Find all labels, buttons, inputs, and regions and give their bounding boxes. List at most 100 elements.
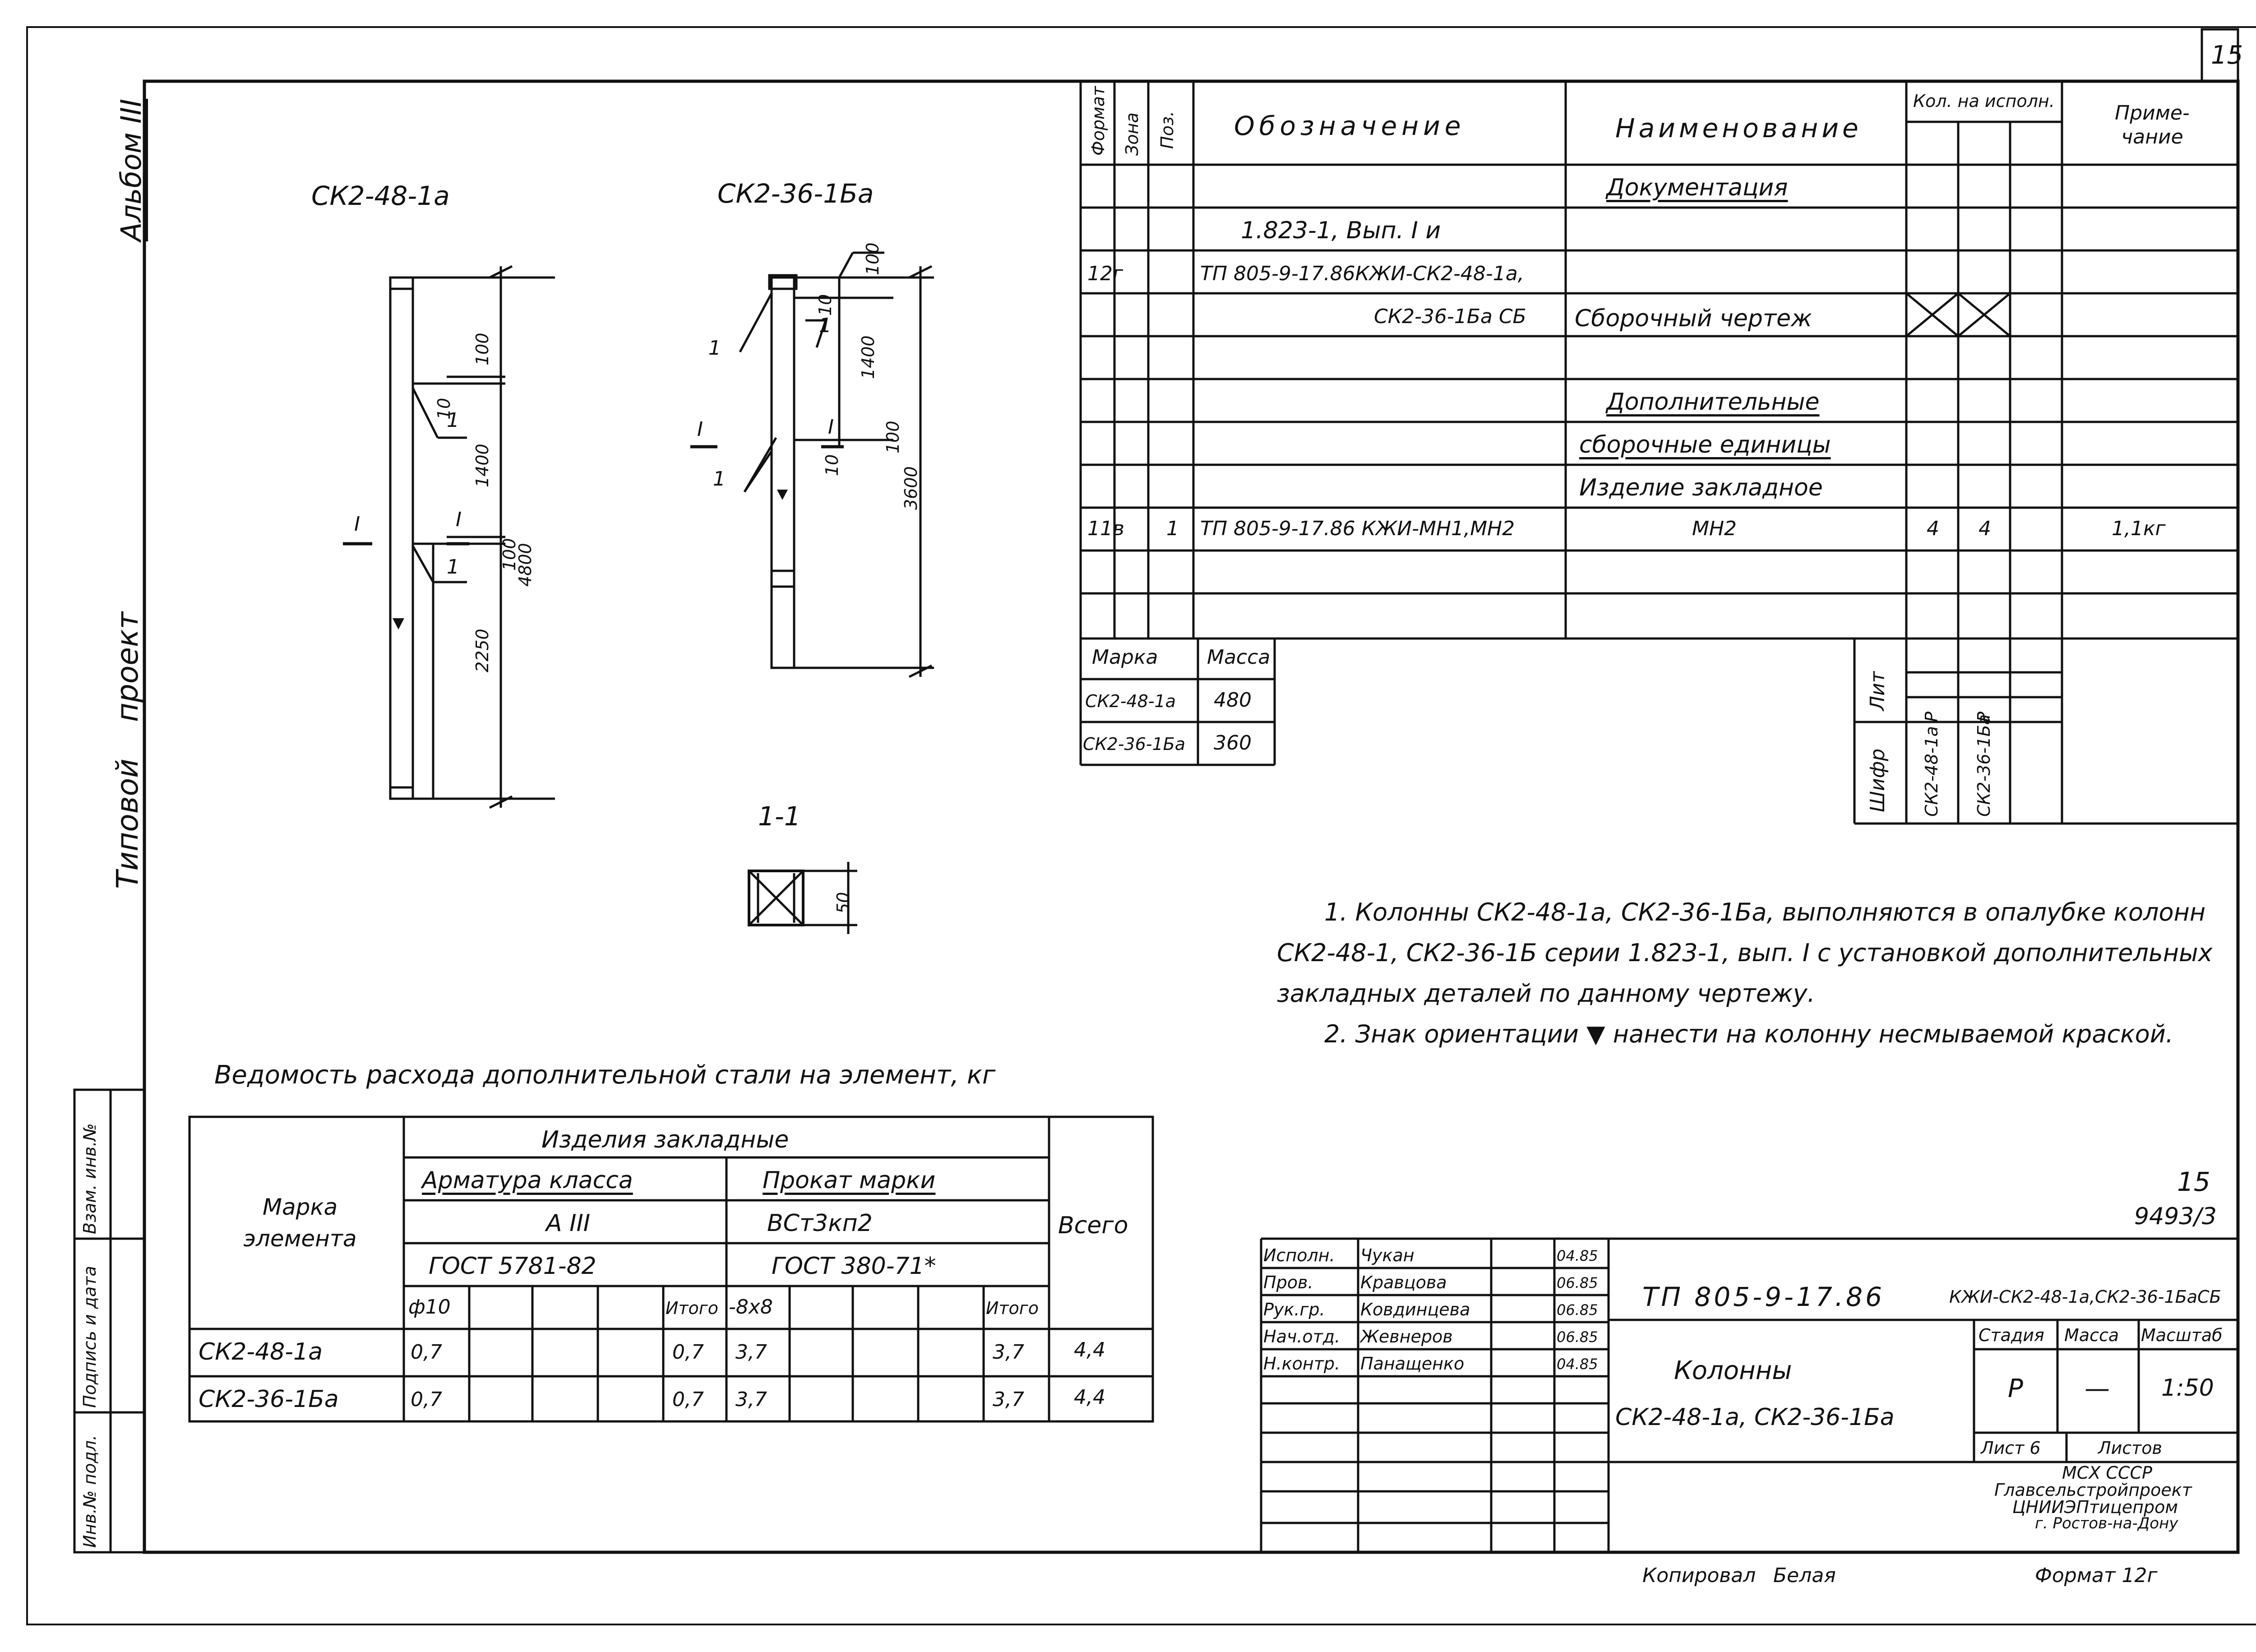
steel-h-total: Всего	[1058, 1212, 1128, 1239]
col1-mark-1b: 1	[447, 555, 459, 578]
steel-r0-total: 4,4	[1074, 1338, 1105, 1361]
mass-r0-mass: 480	[1214, 689, 1252, 712]
note-1a: 1. Колонны СК2-48-1а, СК2-36-1Ба, выполн…	[1324, 898, 2206, 926]
tb-date-2: 06.85	[1557, 1301, 1598, 1319]
tb-mass-h: Масса	[2064, 1325, 2119, 1345]
tb-sheets-h: Листов	[2098, 1438, 2162, 1458]
tb-name-4: Панащенко	[1360, 1354, 1465, 1374]
tb-date-1: 06.85	[1557, 1274, 1598, 1291]
tb-code: ТП 805-9-17.86	[1642, 1282, 1885, 1312]
spec-r8-name: МН2	[1692, 517, 1737, 540]
tb-role-3: Нач.отд.	[1263, 1327, 1341, 1347]
col2-dim-10: 10	[815, 294, 835, 316]
tb-code2: КЖИ-СК2-48-1а,СК2-36-1БаСБ	[1949, 1287, 2221, 1307]
steel-r1-mark: СК2-36-1Ба	[199, 1386, 339, 1413]
col2-dim-10b: 10	[822, 454, 842, 476]
steel-table-lines	[188, 1115, 1154, 1423]
spec-h-name: Наименование	[1615, 113, 1862, 143]
col1-cut-left: I	[354, 513, 360, 536]
album-label: Альбом III	[115, 98, 148, 241]
col2-title: СК2-36-1Ба	[717, 178, 874, 209]
column-2-drawing	[690, 251, 934, 678]
note-1b: СК2-48-1, СК2-36-1Б серии 1.823-1, вып. …	[1277, 939, 2213, 967]
col2-dim-top: 100	[863, 242, 883, 275]
tb-name-2: Ковдинцева	[1360, 1300, 1470, 1319]
steel-r1-it1: 0,7	[672, 1388, 704, 1411]
tb-stage-h: Стадия	[1979, 1325, 2044, 1345]
steel-r0-flat: 3,7	[735, 1341, 767, 1364]
col2-dim-100: 100	[883, 421, 903, 453]
steel-r0-d10: 0,7	[411, 1341, 442, 1364]
col2-mark-1a: 1	[708, 337, 721, 360]
lit-block-lines	[1853, 639, 2238, 825]
inner-frame	[143, 79, 2240, 1554]
lit-label: Лит	[1866, 671, 1889, 711]
spec-r8-designation: ТП 805-9-17.86 КЖИ-МН1,МН2	[1200, 517, 1515, 540]
spec-h-designation: Обозначение	[1234, 111, 1465, 141]
steel-h-itogo: Итого	[666, 1298, 719, 1318]
spec-r7-name: Изделие закладное	[1579, 474, 1823, 501]
col1-cut-right: I	[456, 508, 462, 531]
spec-r3-name: Сборочный чертеж	[1575, 305, 1812, 332]
side-stamp-lines	[73, 1088, 146, 1554]
spec-r6-name: сборочные единицы	[1579, 431, 1831, 458]
mass-r0-mark: СК2-48-1а	[1085, 691, 1176, 711]
tb-stage: Р	[2008, 1374, 2023, 1403]
mass-table-lines	[1079, 639, 1276, 766]
steel-h-d10: ф10	[408, 1296, 451, 1319]
spec-h-qty: Кол. на исполн.	[1913, 91, 2055, 111]
steel-r0-it2: 3,7	[993, 1341, 1024, 1364]
tb-name-0: Чукан	[1360, 1245, 1415, 1265]
steel-h-rebar-class: A III	[546, 1210, 591, 1237]
lit-code-2: СК2-36-1Ба	[1974, 714, 1994, 817]
mass-r1-mass: 360	[1214, 731, 1252, 754]
title-block-lines	[1260, 1237, 2238, 1552]
steel-h-flat: -8х8	[729, 1296, 773, 1319]
lit-code-1: СК2-48-1а	[1922, 726, 1942, 817]
section-drawing	[748, 862, 857, 934]
steel-title: Ведомость расхода дополнительной стали н…	[214, 1060, 996, 1090]
steel-h-mark: Марка элемента	[243, 1194, 357, 1252]
tb-name-3: Жевнеров	[1360, 1327, 1453, 1347]
project-type-label: Типовой проект	[110, 611, 145, 889]
tb-org-1: МСХ СССР	[2062, 1463, 2152, 1483]
spec-r0-name: Документация	[1606, 174, 1788, 201]
steel-r0-it1: 0,7	[672, 1341, 704, 1364]
col1-dim-2250: 2250	[472, 629, 492, 672]
steel-h-rolled-gost: ГОСТ 380-71*	[772, 1253, 936, 1280]
steel-h-rebar: Арматура класса	[422, 1167, 633, 1194]
spec-r8-qty2: 4	[1979, 517, 1991, 540]
spec-r8-pos: 1	[1166, 517, 1179, 540]
tb-sheet-no: 15	[2177, 1166, 2210, 1197]
spec-h-zone: Зона	[1122, 112, 1142, 156]
col1-dim-top: 100	[472, 333, 492, 366]
steel-h-rolled-grade: ВСт3кп2	[767, 1210, 873, 1237]
tb-sheet-h: Лист 6	[1981, 1438, 2041, 1458]
tb-doc-no: 9493/3	[2134, 1203, 2217, 1230]
lit-letter-1: Р	[1922, 712, 1942, 722]
stamp-replace-inv: Взам. инв.№	[80, 1123, 100, 1234]
col2-mark-1b: 1	[819, 314, 832, 337]
steel-h-rebar-gost: ГОСТ 5781-82	[429, 1253, 596, 1280]
tb-org-2: Главсельстройпроект	[1994, 1480, 2192, 1500]
tb-name-1: Кравцова	[1360, 1273, 1447, 1292]
tb-object-sub: СК2-48-1а, СК2-36-1Ба	[1615, 1404, 1895, 1431]
col1-dim-1400: 1400	[472, 444, 492, 487]
tb-copier: Белая	[1773, 1564, 1836, 1587]
lit-letter-2: Р	[1974, 712, 1994, 722]
tb-object-title: Колонны	[1674, 1356, 1792, 1385]
spec-r1-designation: 1.823-1, Вып. I и	[1241, 217, 1441, 244]
spec-r5-name: Дополнительные	[1606, 389, 1820, 416]
mass-h-mark: Марка	[1092, 646, 1158, 669]
spec-r8-format: 11в	[1087, 517, 1124, 540]
spec-r2-designation: ТП 805-9-17.86КЖИ-СК2-48-1а,	[1200, 262, 1524, 285]
tb-org-4: г. Ростов-на-Дону	[2035, 1514, 2178, 1532]
mass-r1-mark: СК2-36-1Ба	[1083, 734, 1185, 754]
col1-dim-4800: 4800	[515, 543, 535, 587]
note-1c: закладных деталей по данному чертежу.	[1277, 979, 1815, 1008]
tb-scale-h: Масштаб	[2141, 1325, 2223, 1345]
spec-h-format: Формат	[1088, 86, 1108, 156]
col2-cut-left: I	[697, 418, 703, 441]
tb-format: Формат 12г	[2035, 1564, 2158, 1587]
col1-title: СК2-48-1а	[311, 180, 450, 211]
